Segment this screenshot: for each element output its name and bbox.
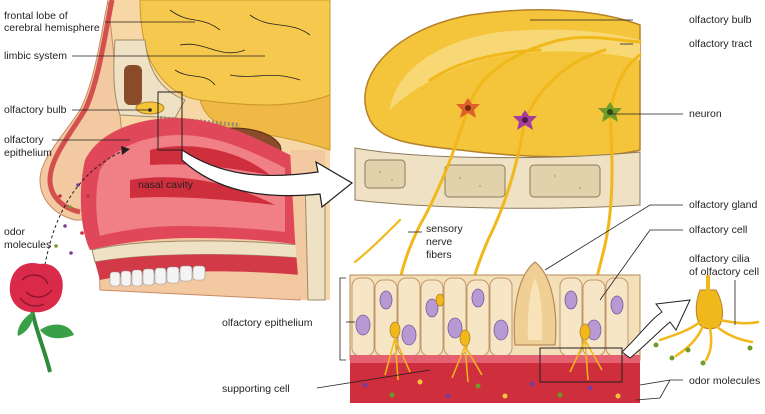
label-odor-molecules-left-1: odor xyxy=(4,226,26,238)
odor-dots-left xyxy=(54,183,90,255)
label-odor-molecules-right: odor molecules xyxy=(689,375,760,387)
label-nasal-cavity: nasal cavity xyxy=(138,179,194,191)
label-olfactory-epithelium-left-1: olfactory xyxy=(4,134,44,146)
label-limbic-system: limbic system xyxy=(4,50,67,62)
label-neuron: neuron xyxy=(689,108,722,120)
label-sensory-nerve-fibers-1: sensory xyxy=(426,223,464,235)
cell-nuclei xyxy=(355,288,624,346)
label-odor-molecules-left-2: molecules xyxy=(4,239,51,251)
label-olfactory-bulb-right: olfactory bulb xyxy=(689,14,752,26)
teeth xyxy=(109,265,206,287)
bone-texture xyxy=(364,159,601,198)
label-supporting-cell: supporting cell xyxy=(222,383,290,395)
sinus-dark xyxy=(124,65,142,105)
rose-bloom xyxy=(9,262,63,313)
label-olfactory-cilia-1: olfactory cilia xyxy=(689,253,750,265)
label-sensory-nerve-fibers-2: nerve xyxy=(426,236,452,248)
labels: frontal lobe of cerebral hemisphere limb… xyxy=(4,10,760,395)
epithelium-bracket xyxy=(339,277,346,361)
rose-leaf-2 xyxy=(17,312,34,336)
turbinate-middle xyxy=(130,177,275,205)
label-sensory-nerve-fibers-3: fibers xyxy=(426,249,452,261)
magnify-box-right xyxy=(539,347,623,383)
odor-path-arrow xyxy=(44,149,126,266)
zoom-arrow xyxy=(181,148,354,209)
label-olfactory-bulb-left: olfactory bulb xyxy=(4,104,67,116)
olfactory-cell-bodies xyxy=(389,293,591,347)
neuron-orange xyxy=(456,98,480,118)
label-frontal-lobe-1: frontal lobe of xyxy=(4,10,68,22)
turbinate-upper xyxy=(150,146,270,175)
rose xyxy=(9,262,74,373)
olfactory-bulb-small xyxy=(135,101,165,115)
label-olfactory-epithelium-left-2: epithelium xyxy=(4,147,52,159)
nose-red-edge xyxy=(47,0,115,215)
neuron-green xyxy=(598,102,622,122)
rose-leaf xyxy=(40,324,74,339)
magnified-region xyxy=(339,9,760,403)
neuron-purple xyxy=(513,110,537,130)
zoom-arrow-small xyxy=(621,299,691,359)
magnify-box-left xyxy=(157,91,183,151)
label-olfactory-epithelium-center: olfactory epithelium xyxy=(222,317,313,329)
label-frontal-lobe-2: cerebral hemisphere xyxy=(4,22,100,34)
label-olfactory-gland: olfactory gland xyxy=(689,199,757,211)
odor-dots-right xyxy=(362,379,621,399)
label-olfactory-tract: olfactory tract xyxy=(689,38,752,50)
label-olfactory-cilia-2: of olfactory cell xyxy=(689,266,759,278)
head-cross-section xyxy=(39,0,331,301)
label-olfactory-cell: olfactory cell xyxy=(689,224,747,236)
cilia xyxy=(384,337,603,383)
olfactory-cell-detail xyxy=(653,275,760,366)
leader-lines xyxy=(52,19,736,401)
